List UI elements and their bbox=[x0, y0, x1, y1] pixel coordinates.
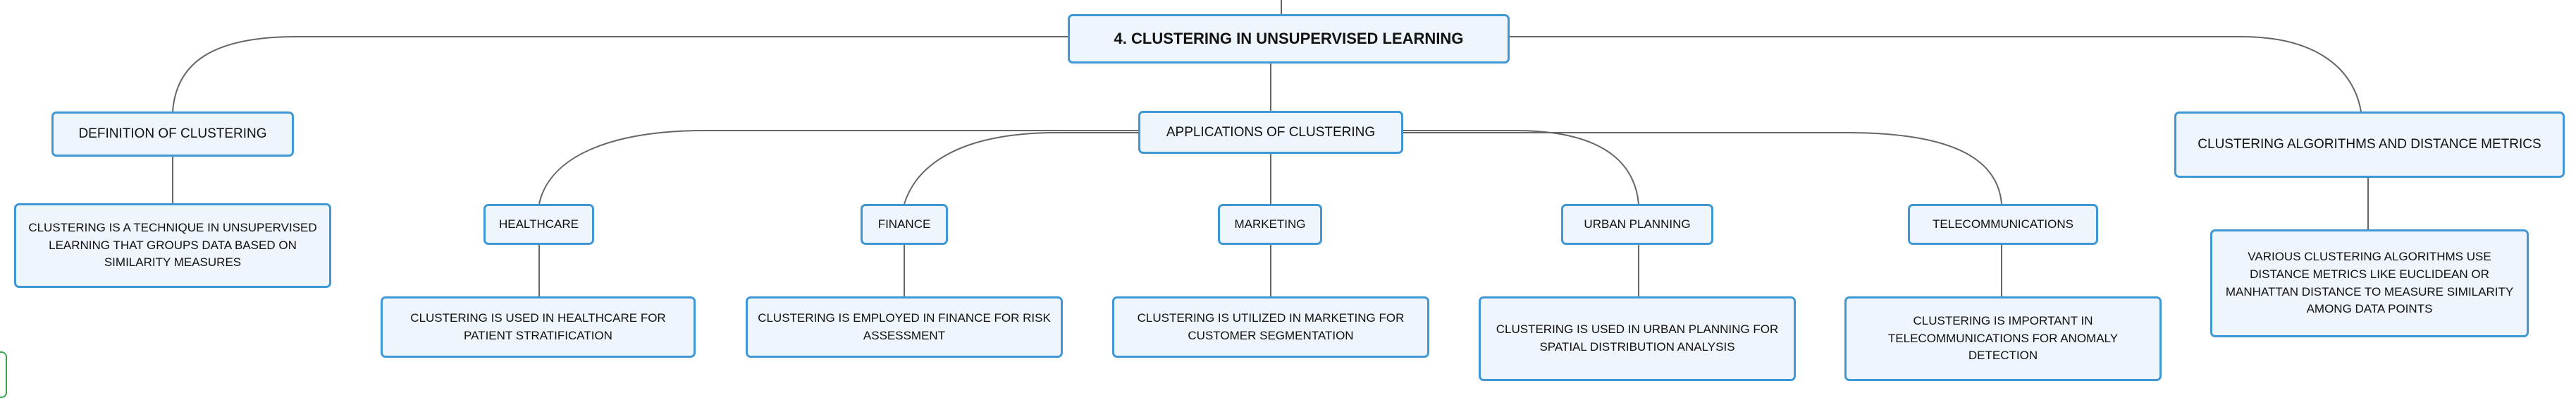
algorithms-node[interactable]: CLUSTERING ALGORITHMS AND DISTANCE METRI… bbox=[2174, 111, 2565, 178]
telecommunications-node-label: TELECOMMUNICATIONS bbox=[1933, 217, 2073, 231]
definition-detail-text: CLUSTERING IS A TECHNIQUE IN UNSUPERVISE… bbox=[28, 221, 317, 270]
link-applications-to-telecommunications bbox=[1403, 132, 2002, 205]
finance-node-label: FINANCE bbox=[877, 217, 931, 231]
urban-planning-node-label: URBAN PLANNING bbox=[1584, 217, 1691, 231]
definition-detail-node[interactable]: CLUSTERING IS A TECHNIQUE IN UNSUPERVISE… bbox=[14, 203, 331, 288]
marketing-node[interactable]: MARKETING bbox=[1218, 204, 1322, 245]
healthcare-node-label: HEALTHCARE bbox=[498, 217, 579, 231]
link-applications-to-finance bbox=[904, 132, 1138, 205]
root-node[interactable]: 4. CLUSTERING IN UNSUPERVISED LEARNING bbox=[1068, 14, 1510, 64]
definition-node-label: DEFINITION OF CLUSTERING bbox=[78, 126, 267, 142]
link-root-to-definition bbox=[172, 36, 1068, 112]
algorithms-detail-text: VARIOUS CLUSTERING ALGORITHMS USE DISTAN… bbox=[2225, 250, 2514, 316]
algorithms-node-label: CLUSTERING ALGORITHMS AND DISTANCE METRI… bbox=[2198, 137, 2541, 152]
root-node-label: 4. CLUSTERING IN UNSUPERVISED LEARNING bbox=[1114, 30, 1464, 48]
telecommunications-node[interactable]: TELECOMMUNICATIONS bbox=[1908, 204, 2098, 245]
marketing-detail-text: CLUSTERING IS UTILIZED IN MARKETING FOR … bbox=[1137, 310, 1405, 342]
healthcare-detail-node[interactable]: CLUSTERING IS USED IN HEALTHCARE FOR PAT… bbox=[381, 296, 696, 358]
link-root-to-algorithms bbox=[1508, 36, 2362, 112]
marketing-node-label: MARKETING bbox=[1234, 217, 1306, 231]
marketing-detail-node[interactable]: CLUSTERING IS UTILIZED IN MARKETING FOR … bbox=[1112, 296, 1429, 358]
definition-node[interactable]: DEFINITION OF CLUSTERING bbox=[51, 111, 294, 157]
urban-planning-detail-text: CLUSTERING IS USED IN URBAN PLANNING FOR… bbox=[1496, 322, 1779, 354]
applications-node[interactable]: APPLICATIONS OF CLUSTERING bbox=[1138, 111, 1403, 154]
urban-planning-node[interactable]: URBAN PLANNING bbox=[1561, 204, 1713, 245]
finance-detail-text: CLUSTERING IS EMPLOYED IN FINANCE FOR RI… bbox=[758, 310, 1051, 342]
link-applications-to-urban-planning bbox=[1403, 130, 1639, 205]
finance-node[interactable]: FINANCE bbox=[861, 204, 948, 245]
urban-planning-detail-node[interactable]: CLUSTERING IS USED IN URBAN PLANNING FOR… bbox=[1479, 296, 1796, 381]
healthcare-detail-text: CLUSTERING IS USED IN HEALTHCARE FOR PAT… bbox=[410, 310, 666, 342]
healthcare-node[interactable]: HEALTHCARE bbox=[483, 204, 594, 245]
algorithms-detail-node[interactable]: VARIOUS CLUSTERING ALGORITHMS USE DISTAN… bbox=[2210, 229, 2529, 337]
telecommunications-detail-text: CLUSTERING IS IMPORTANT IN TELECOMMUNICA… bbox=[1887, 314, 2119, 363]
finance-detail-node[interactable]: CLUSTERING IS EMPLOYED IN FINANCE FOR RI… bbox=[746, 296, 1063, 358]
telecommunications-detail-node[interactable]: CLUSTERING IS IMPORTANT IN TELECOMMUNICA… bbox=[1844, 296, 2162, 381]
applications-node-label: APPLICATIONS OF CLUSTERING bbox=[1166, 124, 1376, 140]
partial-node-edge bbox=[0, 351, 7, 398]
link-applications-to-healthcare bbox=[538, 130, 1138, 205]
